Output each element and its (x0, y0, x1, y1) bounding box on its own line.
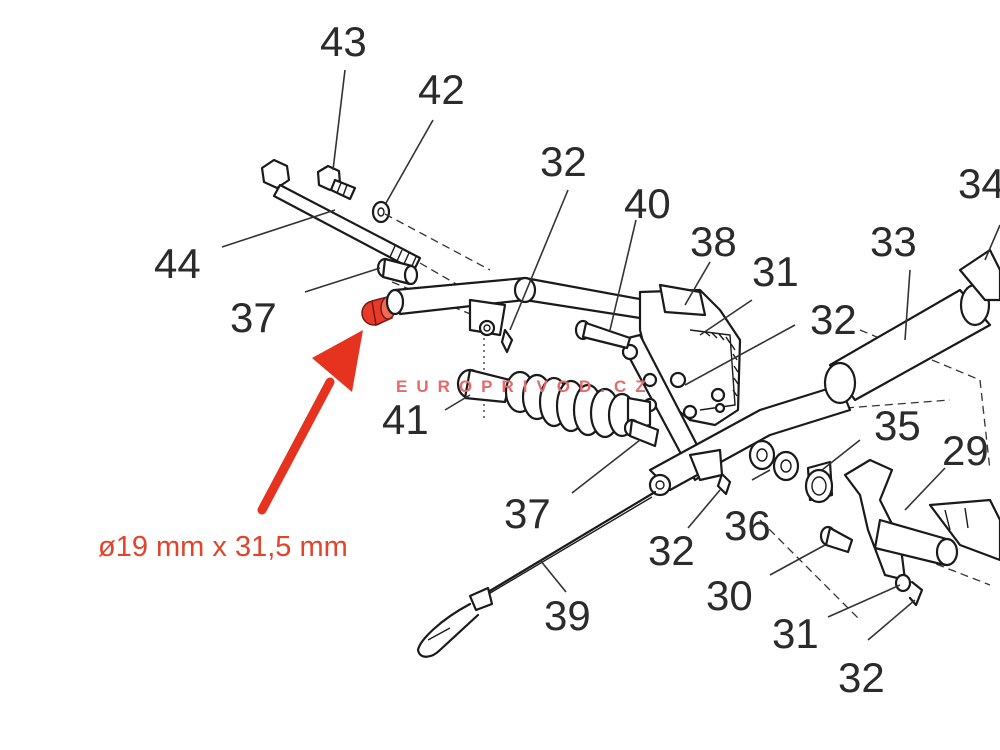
upper-lever-arm (385, 276, 647, 337)
part-label-35: 35 (874, 402, 921, 449)
part-label-31: 31 (752, 248, 799, 295)
highlight-arrow (257, 330, 363, 515)
dimension-label: ø19 mm x 31,5 mm (98, 531, 348, 563)
part-label-42: 42 (418, 66, 465, 113)
part-label-36: 36 (724, 502, 771, 549)
alignment-line (384, 213, 491, 271)
short-bolt-43 (316, 164, 357, 201)
bushing-35 (804, 460, 834, 504)
part-label-37: 37 (230, 294, 277, 341)
alignment-line (819, 399, 951, 411)
part-label-31: 31 (772, 610, 819, 657)
split-pin-32 (716, 472, 732, 496)
clip-32-lower (908, 580, 924, 607)
part-label-38: 38 (690, 218, 737, 265)
part-label-39: 39 (544, 592, 591, 639)
part-label-33: 33 (870, 218, 917, 265)
pin-37-top (376, 257, 419, 286)
pedal-29 (843, 458, 1000, 582)
part-label-29: 29 (942, 427, 989, 474)
leader-lines (221, 69, 1000, 641)
part-label-34: 34 (958, 160, 1000, 207)
part-label-32: 32 (540, 138, 587, 185)
washer-31-lower (894, 573, 912, 593)
alignment-line (759, 519, 861, 621)
alignment-line (419, 262, 471, 293)
part-label-32: 32 (810, 296, 857, 343)
cable-39 (416, 490, 657, 658)
pin-30 (819, 525, 854, 554)
bolt-40 (574, 319, 632, 350)
lower-lever-arm (648, 383, 852, 497)
part-label-37: 37 (504, 490, 551, 537)
part-label-30: 30 (706, 572, 753, 619)
washer-42 (371, 200, 391, 224)
part-label-32: 32 (648, 527, 695, 574)
part-label-32: 32 (838, 654, 885, 701)
part-label-41: 41 (382, 396, 429, 443)
pin-37-lower (623, 418, 660, 448)
split-pin-32 (500, 328, 514, 354)
link-plate (618, 333, 712, 482)
long-bolt-44 (260, 158, 422, 272)
handle-grip-33 (823, 248, 1000, 405)
watermark-text: EUROPRIVOD.CZ (396, 377, 655, 396)
part-label-40: 40 (624, 180, 671, 227)
part-label-43: 43 (320, 18, 367, 65)
washers-36 (748, 439, 800, 482)
spring-41 (456, 368, 652, 439)
part-label-44: 44 (154, 240, 201, 287)
